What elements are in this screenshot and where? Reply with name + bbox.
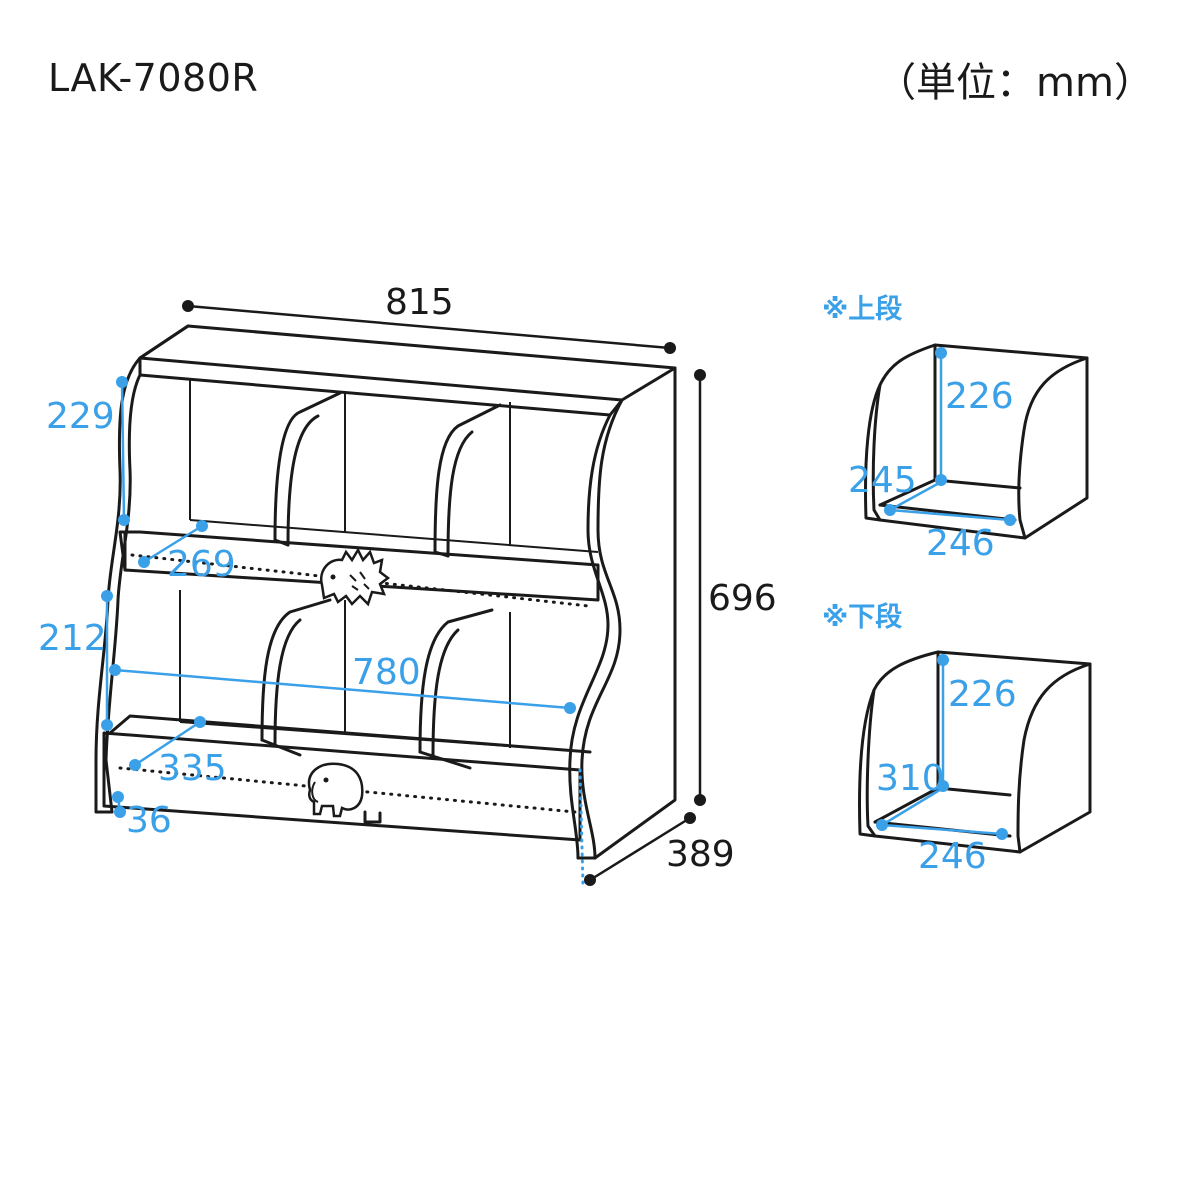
width-label: 815 bbox=[385, 282, 454, 323]
upper-shelf-depth-label: 269 bbox=[167, 544, 236, 585]
upper-section-drawing bbox=[864, 343, 1089, 540]
upper-section-blue-dimensions bbox=[884, 347, 1016, 526]
main-blue-dimensions bbox=[101, 376, 585, 887]
lower-section-height-label: 226 bbox=[948, 674, 1017, 715]
lower-section-label: ※下段 bbox=[822, 602, 902, 633]
unit-label: （単位：mm） bbox=[876, 60, 1154, 106]
inner-width-label: 780 bbox=[352, 652, 421, 693]
base-height-label: 36 bbox=[126, 800, 172, 841]
height-label: 696 bbox=[708, 578, 777, 619]
main-black-dimensions bbox=[182, 300, 706, 886]
upper-shelf-height-label: 229 bbox=[46, 396, 115, 437]
depth-label: 389 bbox=[666, 834, 735, 875]
hedgehog-icon bbox=[319, 547, 391, 607]
upper-section-depth-label: 245 bbox=[848, 460, 917, 501]
lower-section-blue-dimensions bbox=[876, 654, 1008, 840]
lower-shelf-height-label: 212 bbox=[38, 618, 107, 659]
upper-section-label: ※上段 bbox=[822, 294, 902, 325]
lower-shelf-depth-label: 335 bbox=[158, 748, 227, 789]
lower-section-depth-label: 310 bbox=[876, 758, 945, 799]
model-title: LAK-7080R bbox=[48, 56, 259, 100]
upper-section-width-label: 246 bbox=[926, 523, 995, 564]
lower-section-width-label: 246 bbox=[918, 836, 987, 877]
elephant-icon bbox=[307, 762, 364, 818]
upper-section-height-label: 226 bbox=[945, 376, 1014, 417]
